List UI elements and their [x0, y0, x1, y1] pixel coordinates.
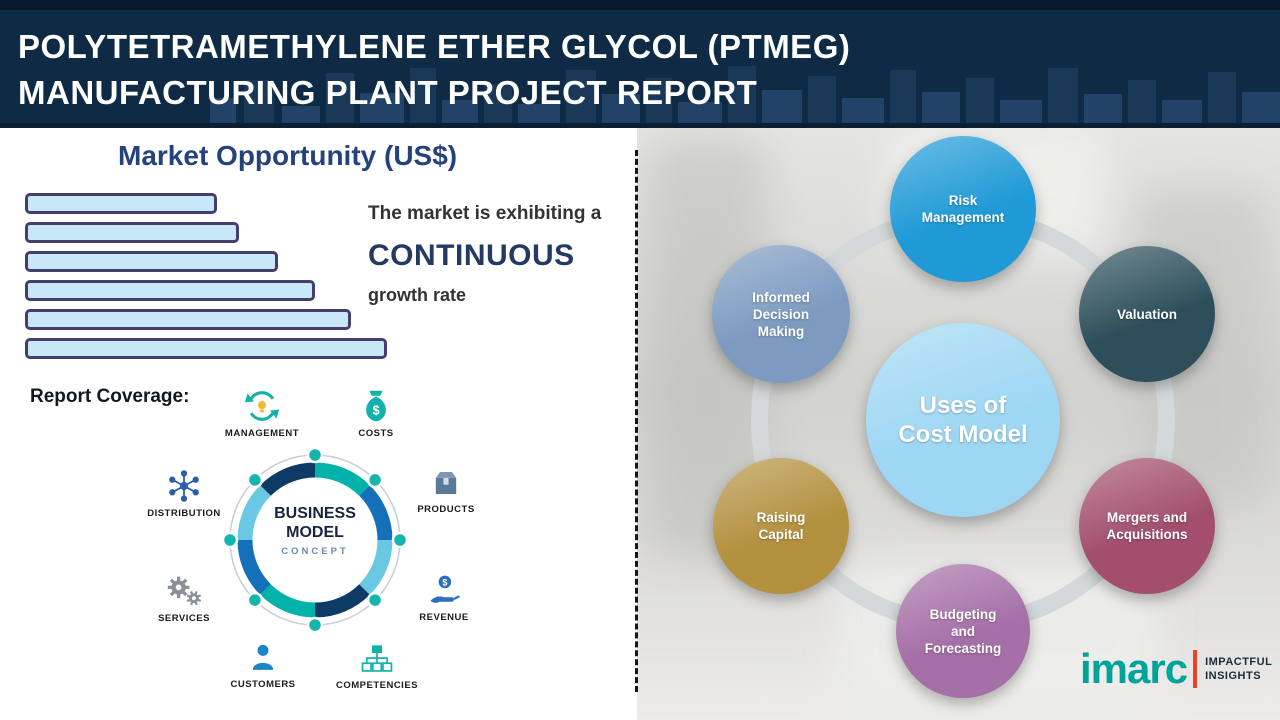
cost-model-center-line2: Cost Model	[898, 421, 1028, 448]
business-model-item-label: SERVICES	[158, 613, 210, 624]
business-model-item-label: REVENUE	[419, 612, 469, 623]
business-model-item-products: PRODUCTS	[396, 466, 496, 515]
imarc-tagline-line2: INSIGHTS	[1205, 670, 1262, 682]
products-box-icon	[428, 466, 464, 500]
imarc-tagline: IMPACTFUL INSIGHTS	[1205, 655, 1272, 683]
imarc-logo: imarc IMPACTFUL INSIGHTS	[1080, 648, 1272, 690]
cost-model-node-informed-decision-making: Informed Decision Making	[712, 245, 850, 383]
imarc-tagline-line1: IMPACTFUL	[1205, 656, 1273, 668]
cost-model-center-bubble: Uses of Cost Model	[866, 323, 1060, 517]
business-model-item-customers: CUSTOMERS	[217, 641, 309, 690]
market-bar	[25, 338, 387, 359]
report-title-line2: MANUFACTURING PLANT PROJECT REPORT	[18, 74, 758, 111]
business-model-item-label: DISTRIBUTION	[147, 508, 221, 519]
growth-emphasis-text: CONTINUOUS	[368, 239, 575, 272]
services-gears-icon	[164, 573, 204, 609]
business-model-center-text: BUSINESS MODEL CONCEPT	[252, 504, 378, 557]
business-model-item-competencies: COMPETENCIES	[328, 642, 426, 691]
cost-model-node-valuation: Valuation	[1079, 246, 1215, 382]
business-model-item-revenue: $ REVENUE	[396, 572, 492, 623]
cost-model-node-risk-management: Risk Management	[890, 136, 1036, 282]
costs-moneybag-icon: $	[359, 388, 393, 424]
svg-text:$: $	[372, 403, 379, 418]
business-model-title-line1: BUSINESS	[274, 505, 356, 522]
svg-text:$: $	[442, 578, 447, 588]
business-model-item-costs: $ COSTS	[330, 388, 422, 439]
header: POLYTETRAMETHYLENE ETHER GLYCOL (PTMEG) …	[0, 0, 1280, 128]
business-model-item-label: MANAGEMENT	[224, 428, 300, 439]
market-bar	[25, 193, 217, 214]
revenue-hand-coin-icon: $	[426, 572, 462, 608]
business-model-item-distribution: DISTRIBUTION	[134, 468, 234, 519]
report-coverage-label: Report Coverage:	[30, 386, 190, 407]
market-bar	[25, 251, 279, 272]
market-bar	[25, 222, 239, 243]
header-bottom-strip	[0, 123, 1280, 128]
distribution-network-icon	[166, 468, 202, 504]
cost-model-center-line1: Uses of	[919, 392, 1007, 419]
growth-prefix-text: The market is exhibiting a	[368, 203, 602, 224]
logo-divider-bar	[1193, 650, 1198, 688]
business-model-item-label: COSTS	[358, 428, 394, 439]
market-bar	[25, 280, 315, 301]
growth-suffix-text: growth rate	[368, 285, 467, 305]
cost-model-node-budgeting-forecasting: Budgeting and Forecasting	[896, 564, 1030, 698]
imarc-brand-text: imarc	[1080, 645, 1188, 692]
business-model-item-services: SERVICES	[136, 573, 232, 624]
business-model-item-management: MANAGEMENT	[216, 388, 308, 439]
customers-person-icon	[246, 641, 280, 675]
management-recycle-icon	[244, 388, 280, 424]
market-opportunity-heading: Market Opportunity (US$)	[118, 140, 458, 171]
dashed-divider	[635, 150, 638, 692]
growth-statement: The market is exhibiting a CONTINUOUS gr…	[368, 203, 636, 306]
cost-model-node-label: Valuation	[1116, 306, 1177, 322]
cost-model-node-label: Budgeting and Forecasting	[924, 606, 1002, 656]
cost-model-node-label: Mergers and Acquisitions	[1106, 510, 1188, 542]
business-model-item-label: CUSTOMERS	[230, 679, 296, 690]
business-model-item-label: COMPETENCIES	[335, 680, 418, 691]
header-top-strip	[0, 0, 1280, 10]
cost-model-node-mergers-acquisitions: Mergers and Acquisitions	[1079, 458, 1215, 594]
city-skyline-silhouette	[210, 66, 1280, 128]
market-bar-chart	[25, 193, 387, 367]
report-title: POLYTETRAMETHYLENE ETHER GLYCOL (PTMEG) …	[18, 24, 850, 116]
business-model-title-line3: CONCEPT	[281, 546, 349, 557]
business-model-ring	[221, 446, 409, 634]
competencies-orgchart-icon	[359, 642, 395, 676]
report-title-line1: POLYTETRAMETHYLENE ETHER GLYCOL (PTMEG)	[18, 28, 851, 65]
cost-model-center-label: Uses of Cost Model	[898, 391, 1028, 449]
cost-model-node-label: Risk Management	[921, 193, 1005, 225]
business-model-title-line2: MODEL	[286, 524, 344, 541]
cost-model-node-raising-capital: Raising Capital	[713, 458, 849, 594]
cost-model-node-label: Raising Capital	[756, 510, 806, 542]
business-model-item-label: PRODUCTS	[417, 504, 475, 515]
cost-model-node-label: Informed Decision Making	[752, 289, 810, 339]
market-bar	[25, 309, 351, 330]
